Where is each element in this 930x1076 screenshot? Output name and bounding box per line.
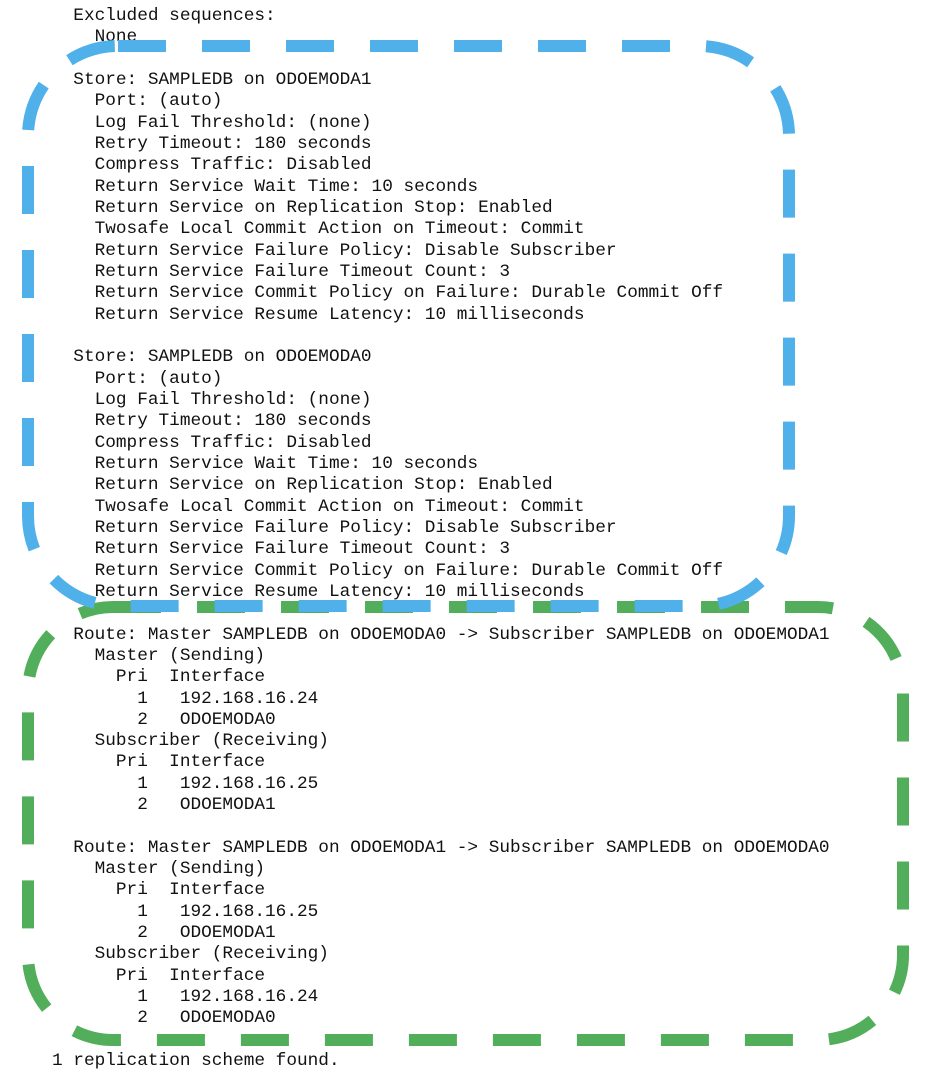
output-line xyxy=(52,49,830,70)
output-line: Twosafe Local Commit Action on Timeout: … xyxy=(52,219,585,240)
output-line: Return Service Resume Latency: 10 millis… xyxy=(52,304,585,325)
output-line: Return Service Commit Policy on Failure:… xyxy=(52,560,724,581)
output-line: Retry Timeout: 180 seconds xyxy=(52,133,372,154)
output-line: Log Fail Threshold: (none) xyxy=(52,389,372,410)
output-line: Pri Interface xyxy=(52,880,266,901)
output-line: 2 ODOEMODA1 xyxy=(52,923,276,944)
output-line: Return Service Failure Policy: Disable S… xyxy=(52,517,617,538)
output-line: Subscriber (Receiving) xyxy=(52,731,329,752)
terminal-output: Excluded sequences: None Store: SAMPLEDB… xyxy=(52,6,830,1072)
output-line: Compress Traffic: Disabled xyxy=(52,432,372,453)
output-line: Pri Interface xyxy=(52,752,266,773)
output-line: Port: (auto) xyxy=(52,91,223,112)
output-line: Port: (auto) xyxy=(52,368,223,389)
output-line: Route: Master SAMPLEDB on ODOEMODA1 -> S… xyxy=(52,837,830,858)
output-line xyxy=(52,326,830,347)
output-line: 2 ODOEMODA1 xyxy=(52,795,276,816)
output-line: Return Service Wait Time: 10 seconds xyxy=(52,176,479,197)
output-line: Pri Interface xyxy=(52,965,266,986)
output-line: Return Service on Replication Stop: Enab… xyxy=(52,475,553,496)
output-line: Store: SAMPLEDB on ODOEMODA0 xyxy=(52,347,372,368)
output-line: Return Service on Replication Stop: Enab… xyxy=(52,197,553,218)
output-line: 1 192.168.16.24 xyxy=(52,987,319,1008)
output-line: Master (Sending) xyxy=(52,645,266,666)
output-line: 2 ODOEMODA0 xyxy=(52,709,276,730)
output-line: 1 192.168.16.24 xyxy=(52,688,319,709)
output-line: 1 192.168.16.25 xyxy=(52,901,319,922)
output-line: Pri Interface xyxy=(52,667,266,688)
output-line: 2 ODOEMODA0 xyxy=(52,1008,276,1029)
output-line xyxy=(52,603,830,624)
output-line: 1 replication scheme found. xyxy=(52,1051,340,1072)
output-line: Twosafe Local Commit Action on Timeout: … xyxy=(52,496,585,517)
output-line xyxy=(52,816,830,837)
output-line xyxy=(52,1030,830,1051)
output-line: Route: Master SAMPLEDB on ODOEMODA0 -> S… xyxy=(52,624,830,645)
output-line: Master (Sending) xyxy=(52,859,266,880)
output-line: Store: SAMPLEDB on ODOEMODA1 xyxy=(52,69,372,90)
output-line: Retry Timeout: 180 seconds xyxy=(52,411,372,432)
output-line: Return Service Failure Timeout Count: 3 xyxy=(52,261,511,282)
output-line: 1 192.168.16.25 xyxy=(52,773,319,794)
output-line: Return Service Resume Latency: 10 millis… xyxy=(52,581,585,602)
output-line: Return Service Failure Policy: Disable S… xyxy=(52,240,617,261)
output-line: Compress Traffic: Disabled xyxy=(52,155,372,176)
output-line: Return Service Failure Timeout Count: 3 xyxy=(52,539,511,560)
output-line: Return Service Wait Time: 10 seconds xyxy=(52,453,479,474)
output-line: Excluded sequences: xyxy=(52,6,276,26)
output-line: None xyxy=(52,27,138,48)
output-line: Return Service Commit Policy on Failure:… xyxy=(52,283,724,304)
output-line: Subscriber (Receiving) xyxy=(52,944,329,965)
output-line: Log Fail Threshold: (none) xyxy=(52,112,372,133)
